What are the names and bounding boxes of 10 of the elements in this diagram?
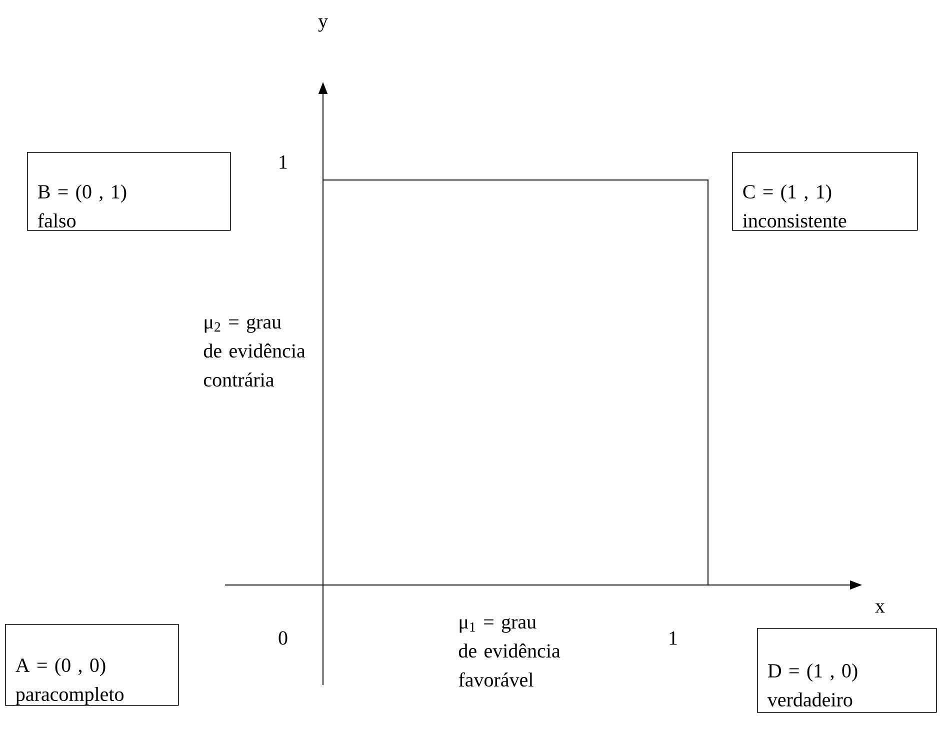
axis-label: y [318, 18, 328, 32]
state-box: C = (1 , 1) inconsistente [732, 152, 918, 231]
axis-label: 0 [278, 631, 288, 645]
state-box: A = (0 , 0) paracompleto [5, 624, 179, 706]
axis-label: μ$_{1}$ = grau de evidência favorável [458, 618, 560, 687]
state-box: D = (1 , 0) verdadeiro [757, 628, 937, 713]
axis-label: μ$_{2}$ = grau de evidência contrária [204, 318, 306, 387]
axis-label: 1 [280, 155, 287, 169]
state-box: B = (0 , 1) falso [27, 152, 231, 231]
axis-label: 1 [670, 631, 677, 645]
